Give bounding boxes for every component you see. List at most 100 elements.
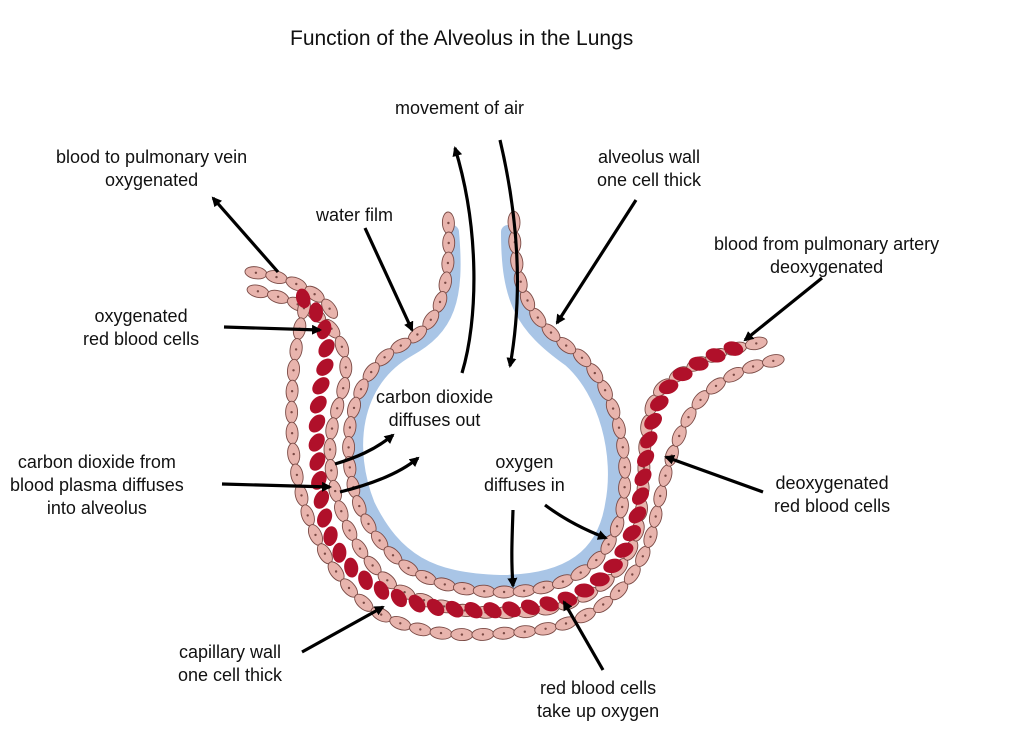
- cell-nucleus: [340, 345, 344, 348]
- cell-nucleus: [358, 547, 362, 550]
- cell-nucleus: [561, 580, 565, 583]
- cell-nucleus: [342, 387, 345, 390]
- cell-nucleus: [348, 466, 351, 469]
- cell-nucleus: [526, 299, 529, 302]
- cell-nucleus: [330, 427, 334, 430]
- cell-nucleus: [371, 564, 374, 567]
- cell-nucleus: [772, 359, 775, 363]
- cell-nucleus: [621, 446, 624, 449]
- red-blood-cell: [464, 602, 483, 619]
- cell-nucleus: [523, 630, 526, 633]
- red-blood-cell: [539, 596, 559, 612]
- cell-nucleus: [664, 474, 667, 477]
- capillary-outer-cells: [244, 266, 785, 642]
- cell-nucleus: [617, 426, 621, 429]
- cell-nucleus: [386, 579, 389, 582]
- red-blood-cell: [658, 379, 679, 395]
- cell-nucleus: [732, 373, 735, 376]
- cell-nucleus: [290, 390, 294, 393]
- cell-nucleus: [340, 510, 343, 513]
- cell-nucleus: [254, 271, 258, 274]
- cell-nucleus: [399, 622, 402, 625]
- cell-nucleus: [603, 389, 607, 392]
- cell-nucleus: [542, 586, 545, 589]
- cell-nucleus: [649, 535, 652, 538]
- cell-nucleus: [314, 533, 317, 537]
- cell-nucleus: [290, 432, 294, 435]
- cell-nucleus: [439, 631, 443, 635]
- cell-nucleus: [654, 515, 657, 518]
- air-out-arrow: [452, 146, 476, 374]
- red-blood-cell: [688, 356, 709, 371]
- cell-nucleus: [502, 632, 506, 635]
- red-blood-cell: [631, 487, 650, 505]
- cell-nucleus: [380, 613, 383, 616]
- co2-out-arrow-2: [339, 456, 420, 494]
- red-blood-cell: [332, 542, 347, 563]
- cell-nucleus: [443, 583, 446, 586]
- cell-nucleus: [714, 384, 718, 388]
- cell-nucleus: [407, 566, 410, 570]
- cell-nucleus: [641, 555, 644, 558]
- cell-nucleus: [579, 571, 582, 574]
- red-blood-cell: [308, 433, 325, 452]
- cell-nucleus: [444, 281, 447, 284]
- cell-nucleus: [383, 356, 386, 359]
- red-blood-cell: [614, 542, 634, 558]
- red-blood-cell: [318, 339, 335, 358]
- cell-nucleus: [295, 473, 299, 477]
- cell-nucleus: [755, 342, 758, 345]
- cell-nucleus: [294, 348, 298, 351]
- cell-nucleus: [447, 241, 450, 245]
- red-blood-cell: [705, 348, 726, 363]
- cell-nucleus: [378, 539, 381, 542]
- cell-nucleus: [544, 627, 547, 630]
- red-blood-cell: [358, 570, 373, 590]
- cell-nucleus: [615, 525, 619, 528]
- cell-nucleus: [256, 290, 260, 293]
- artery-arrow: [743, 276, 824, 342]
- co2-plasma-arrow: [221, 481, 332, 492]
- red-blood-cell: [589, 572, 610, 587]
- oxygenated-rbc-arrow: [223, 324, 322, 335]
- cell-nucleus: [419, 628, 422, 631]
- cell-nucleus: [424, 576, 428, 579]
- cell-nucleus: [359, 388, 363, 391]
- water-film-arrow: [363, 227, 414, 332]
- red-blood-cell: [650, 395, 669, 412]
- arrows: [211, 139, 824, 671]
- red-blood-cell: [313, 489, 330, 509]
- red-blood-cell: [312, 377, 330, 395]
- label-water-film: water film: [316, 205, 394, 225]
- capillary-wall-arrow: [301, 605, 385, 654]
- cell-nucleus: [352, 406, 356, 410]
- cell-nucleus: [344, 366, 347, 369]
- cell-nucleus: [416, 333, 419, 336]
- cell-nucleus: [347, 586, 351, 590]
- cell-nucleus: [549, 331, 553, 334]
- cell-nucleus: [659, 494, 662, 498]
- cell-nucleus: [564, 622, 568, 625]
- cell-nucleus: [678, 434, 681, 438]
- cell-nucleus: [611, 407, 615, 410]
- cell-nucleus: [330, 469, 333, 472]
- cell-nucleus: [328, 307, 331, 310]
- cell-nucleus: [348, 426, 352, 429]
- red-blood-cell: [323, 526, 338, 546]
- cell-nucleus: [565, 344, 568, 347]
- cell-nucleus: [687, 416, 690, 419]
- cell-nucleus: [623, 486, 626, 489]
- cell-nucleus: [446, 261, 450, 265]
- cell-nucleus: [617, 589, 621, 592]
- cell-nucleus: [334, 570, 338, 573]
- cell-nucleus: [502, 590, 506, 594]
